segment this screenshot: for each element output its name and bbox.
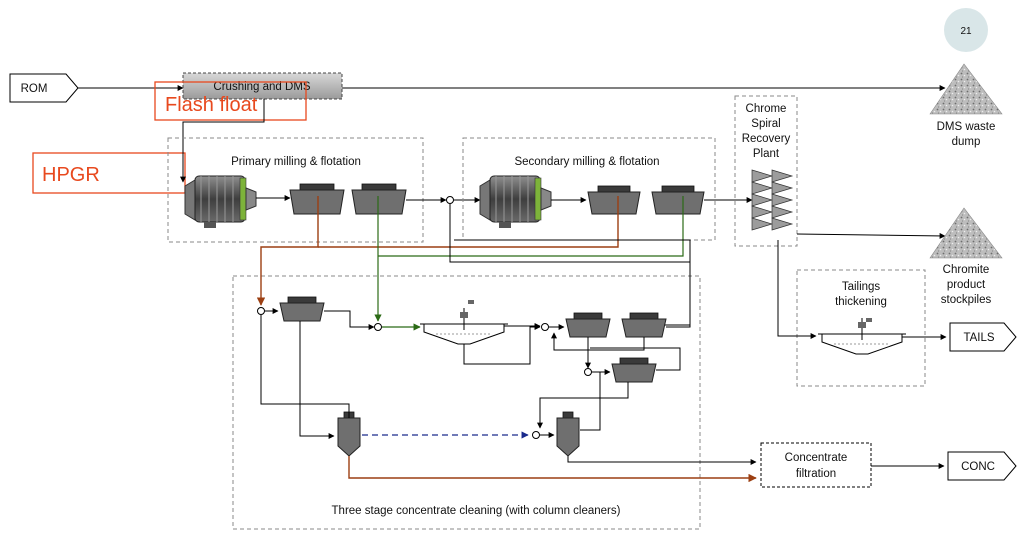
primary-milling-box — [167, 137, 424, 243]
three-stage-cleaning-box — [232, 275, 701, 530]
rom-input-tag: ROM — [9, 73, 79, 103]
dms-waste-pile — [929, 63, 1003, 115]
dms-waste-label-1: DMS waste — [937, 121, 996, 133]
cleaner-return-line — [454, 239, 691, 328]
slide-number-badge: 21 — [944, 8, 988, 52]
conc-label: CONC — [961, 461, 995, 473]
primary-flotation-cell-2 — [351, 183, 407, 215]
dms-waste-label-2: dump — [952, 136, 981, 148]
chromite-stockpile: Chromite product stockpiles — [929, 207, 1003, 306]
junction-5 — [532, 431, 540, 439]
tails-output-tag: TAILS — [949, 322, 1017, 352]
recleaner-recycle-line — [590, 347, 681, 371]
tailings-thickener — [818, 318, 906, 355]
recleaner-cell — [611, 357, 657, 383]
chrome-spiral-label-1: Chrome — [746, 103, 787, 115]
crushing-dms-label: Crushing and DMS — [213, 81, 310, 93]
conc-output-tag: CONC — [947, 451, 1017, 481]
badge-circle — [944, 8, 988, 52]
chromite-label-2: product — [947, 279, 986, 291]
secondary-ball-mill — [479, 175, 552, 228]
junction-2 — [374, 323, 382, 331]
flash-float-box — [154, 81, 307, 121]
tailings-thickening-box — [796, 269, 926, 387]
cleaner-3-return-line — [551, 332, 645, 351]
chromite-label-3: stockpiles — [941, 294, 992, 306]
conc-filtration-label-1: Concentrate — [785, 452, 848, 464]
column-2-conc-line — [567, 456, 757, 465]
crushing-to-mill-line — [180, 99, 265, 183]
primary-milling-label: Primary milling & flotation — [231, 156, 361, 168]
rom-label: ROM — [21, 83, 48, 95]
cleaner-cell-1 — [279, 296, 325, 322]
crushing-dms-unit: Crushing and DMS — [182, 72, 343, 100]
chrome-spiral-label-4: Plant — [753, 148, 780, 160]
hpgr-annotation: HPGR — [32, 152, 186, 194]
cleaner-1-to-column-1 — [299, 321, 335, 439]
column-2-tails-line — [580, 372, 601, 431]
cleaner-cell-2 — [565, 312, 611, 338]
chrome-spiral-box — [734, 95, 798, 247]
secondary-flotation-cell-1 — [587, 185, 641, 215]
recleaner-to-column-line — [537, 382, 629, 429]
column-cleaner-1 — [337, 411, 361, 457]
cleaner-cell-3 — [621, 312, 667, 338]
secondary-flotation-cell-2 — [651, 185, 705, 215]
three-stage-label: Three stage concentrate cleaning (with c… — [332, 505, 621, 517]
primary-flotation-cell-1 — [289, 183, 345, 215]
dms-waste-dump: DMS waste dump — [929, 63, 1003, 148]
chromite-label-1: Chromite — [943, 264, 990, 276]
cleaner-1-to-junction — [324, 310, 375, 330]
tailings-label-2: thickening — [835, 296, 887, 308]
flash-float-label: Flash float — [165, 94, 258, 116]
junction-4 — [584, 368, 592, 376]
cleaner-recycle-line — [449, 204, 691, 328]
chrome-spiral-label-2: Spiral — [751, 118, 780, 130]
slide-number: 21 — [960, 26, 972, 37]
tailings-label-1: Tailings — [842, 281, 881, 293]
spiral-to-thickener-line — [777, 240, 817, 339]
column-1-tails-recycle — [260, 315, 350, 418]
primary-ball-mill — [184, 175, 257, 228]
hpgr-label: HPGR — [42, 164, 100, 186]
secondary-green-line — [378, 196, 684, 257]
hpgr-box — [32, 152, 186, 194]
cleaner-thickener — [420, 300, 508, 345]
column-1-conc-line — [348, 456, 757, 483]
spiral-concentrators — [751, 169, 794, 231]
secondary-conc-brown-line — [318, 196, 619, 248]
tails-label: TAILS — [963, 332, 994, 344]
junction-3 — [541, 323, 549, 331]
crushing-dms-box — [182, 72, 343, 100]
junction-cleaner-1 — [257, 307, 265, 315]
chromite-pile — [929, 207, 1003, 259]
primary-conc-brown-line — [256, 196, 319, 306]
junction-1 — [446, 196, 454, 204]
conc-filtration-label-2: filtration — [796, 468, 836, 480]
thickener-underflow-line — [463, 324, 541, 365]
chrome-spiral-label-3: Recovery — [742, 133, 791, 145]
concentrate-filtration-box: Concentrate filtration — [760, 442, 872, 488]
to-chromite-stockpile-line — [796, 232, 946, 239]
flash-float-annotation: Flash float — [154, 81, 307, 121]
secondary-milling-label: Secondary milling & flotation — [514, 156, 659, 168]
column-cleaner-2 — [556, 411, 580, 457]
